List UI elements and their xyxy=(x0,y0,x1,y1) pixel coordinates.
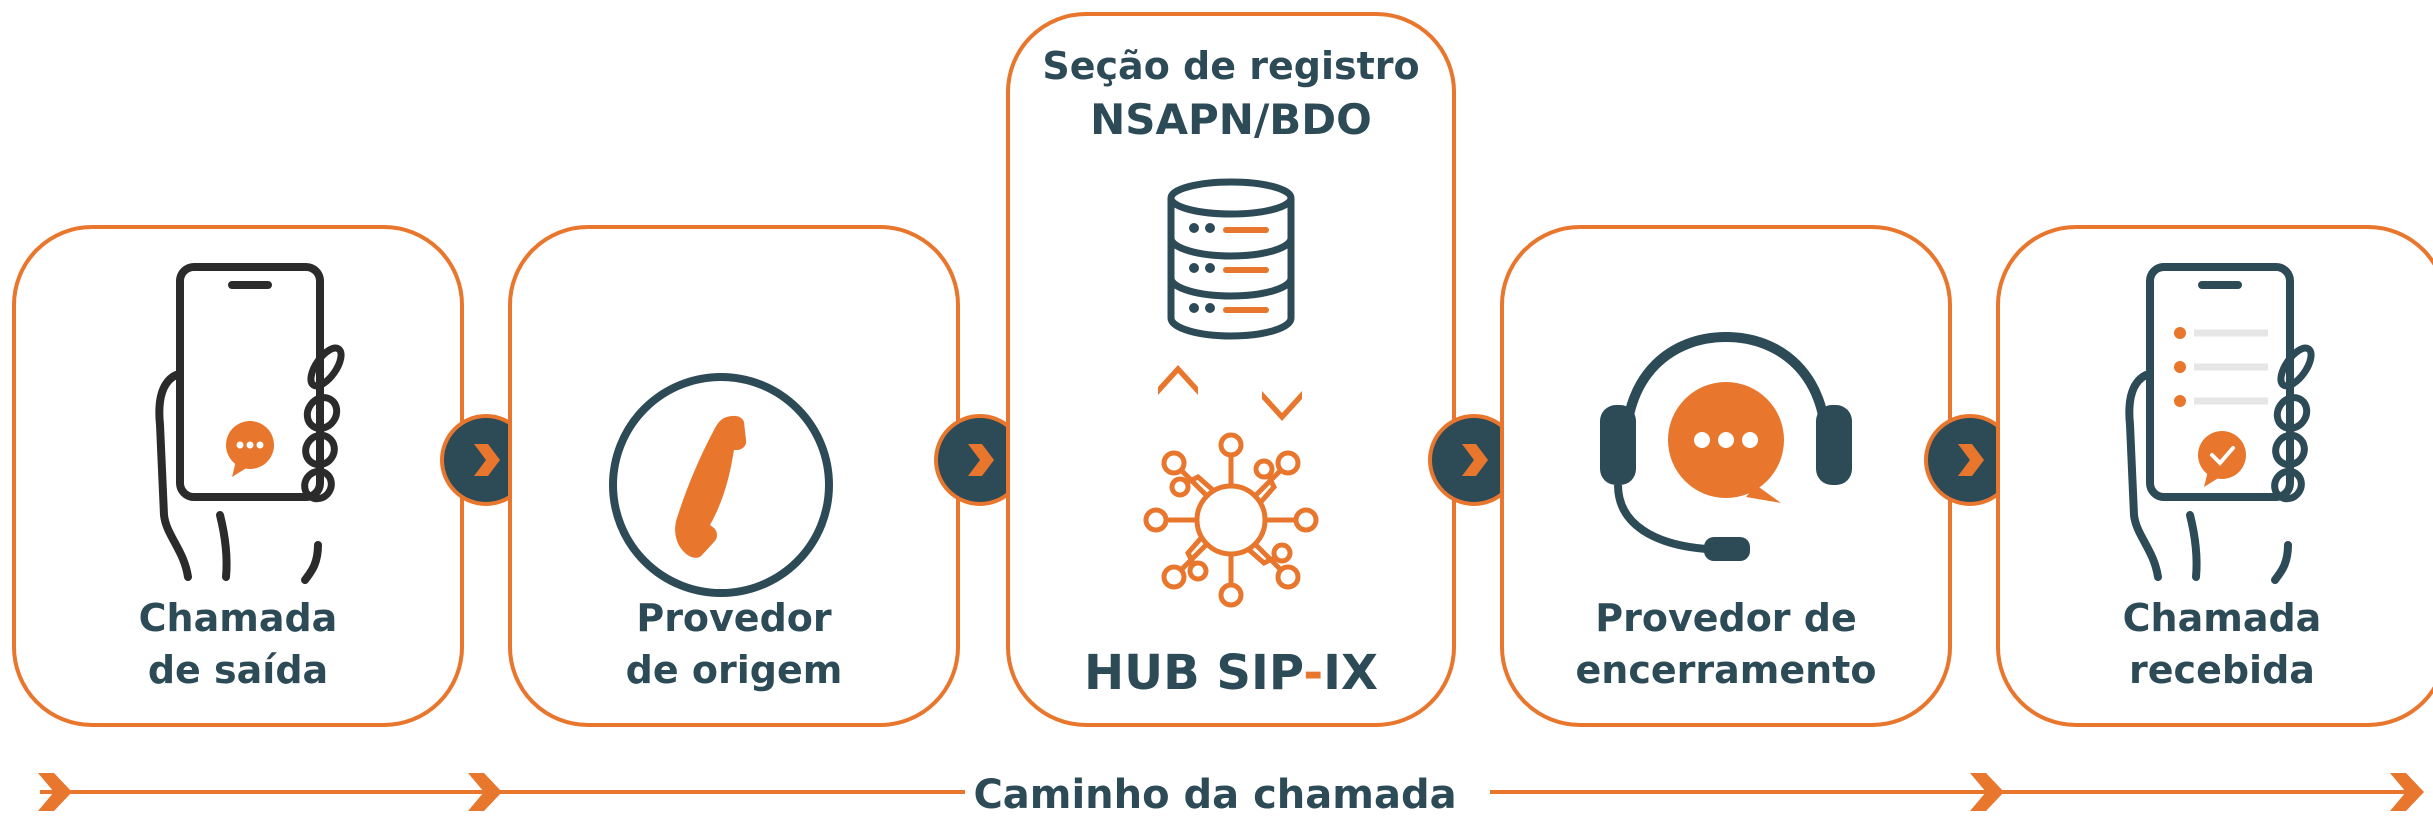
step-card-hub xyxy=(1006,12,1456,727)
phone-in-hand-chat-icon xyxy=(155,263,345,584)
chevron-right-icon xyxy=(474,444,500,476)
headset-chat-icon xyxy=(1600,331,1852,561)
phone-in-hand-checklist-icon xyxy=(2125,263,2315,584)
registry-section-title: Seção de registro NSAPN/BDO xyxy=(1042,44,1420,144)
hub-title: HUB SIP-IX xyxy=(1083,645,1378,701)
telephone-handset-icon xyxy=(609,373,833,597)
chevron-right-icon xyxy=(1970,773,2004,811)
call-path-label: Caminho da chamada xyxy=(973,772,1457,818)
hub-network-icon xyxy=(1143,432,1319,608)
call-path-line xyxy=(38,773,2424,811)
chevron-right-icon xyxy=(1958,444,1984,476)
chevron-right-icon xyxy=(968,444,994,476)
chevron-right-icon xyxy=(468,773,502,811)
chevron-right-icon xyxy=(1462,444,1488,476)
chevron-up-icon xyxy=(1158,365,1198,395)
chevron-right-icon xyxy=(2390,773,2424,811)
database-icon xyxy=(1167,178,1295,340)
step-card-outgoing-call xyxy=(12,225,464,727)
chevron-right-icon xyxy=(38,773,72,811)
chevron-down-icon xyxy=(1262,391,1302,421)
